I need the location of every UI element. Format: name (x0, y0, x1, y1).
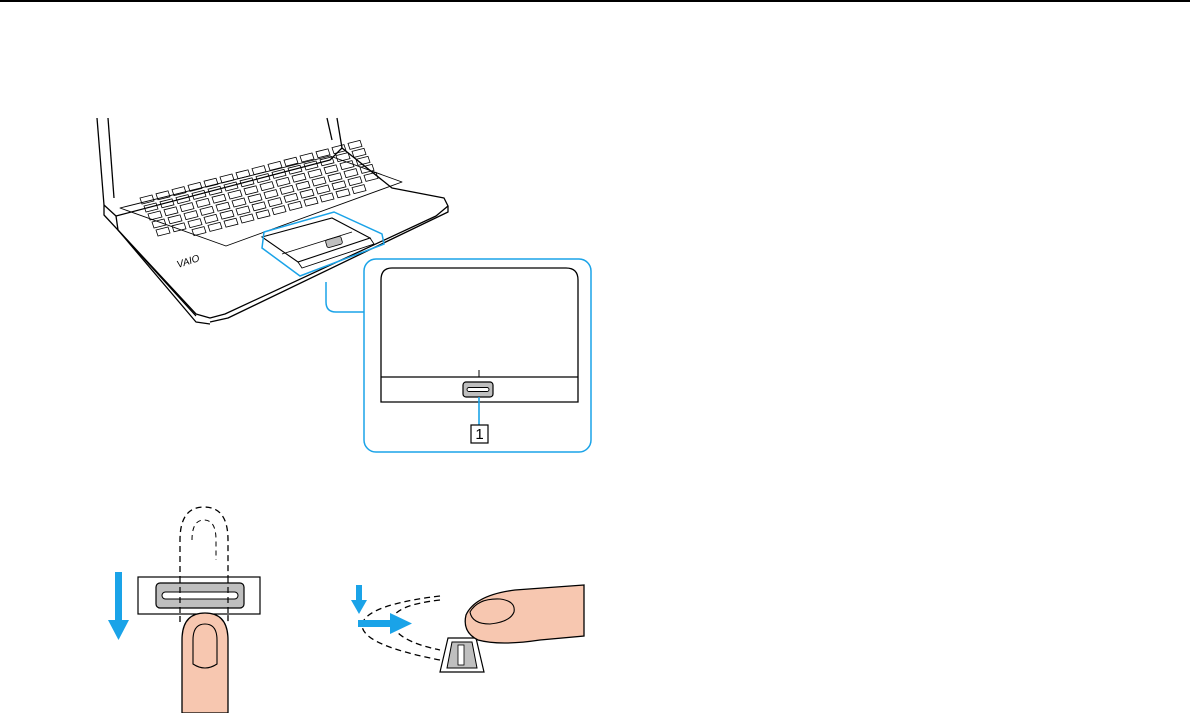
finger-side-icon (465, 585, 584, 643)
keyboard-key (336, 153, 350, 162)
keyboard-key (348, 140, 362, 149)
keyboard-key (268, 198, 282, 207)
keyboard-key (256, 210, 270, 219)
keyboard-key (292, 173, 306, 182)
keyboard-key (156, 227, 170, 236)
keyboard-key (184, 211, 198, 220)
keyboard-key (164, 207, 178, 216)
keyboard-key (284, 193, 298, 202)
keyboard-key (296, 181, 310, 190)
finger-icon (182, 613, 228, 713)
keyboard-key (252, 202, 266, 211)
keyboard-key (208, 222, 222, 231)
keyboard-key (216, 202, 230, 211)
brand-mark: VAIO (176, 253, 202, 271)
fingerprint-sensor-side-icon (440, 638, 484, 672)
fingerprint-sensor-icon (463, 382, 493, 397)
keyboard-key (220, 210, 234, 219)
keyboard-key (212, 194, 226, 203)
keyboard-key (188, 219, 202, 228)
keyboard-key (204, 214, 218, 223)
keyboard (140, 140, 378, 236)
keyboard-key (312, 177, 326, 186)
callout-label: 1 (475, 426, 483, 443)
keyboard-key (240, 214, 254, 223)
keyboard-key (320, 193, 334, 202)
keyboard-key (252, 166, 266, 175)
keyboard-key (288, 201, 302, 210)
keyboard-key (188, 182, 202, 191)
down-arrow-icon (108, 572, 129, 640)
keyboard-key (264, 190, 278, 199)
keyboard-key (180, 203, 194, 212)
keyboard-key (224, 218, 238, 227)
keyboard-key (228, 190, 242, 199)
keyboard-key (332, 181, 346, 190)
keyboard-key (204, 178, 218, 187)
zoom-frame (364, 259, 591, 452)
keyboard-key (272, 206, 286, 215)
keyboard-key (352, 148, 366, 157)
keyboard-key (220, 174, 234, 183)
keyboard-key (352, 185, 366, 194)
keyboard-key (244, 186, 258, 195)
keyboard-key (276, 177, 290, 186)
keyboard-key (200, 206, 214, 215)
keyboard-key (300, 189, 314, 198)
keyboard-key (268, 161, 282, 170)
keyboard-key (328, 173, 342, 182)
fingerprint-sensor-plate (138, 577, 260, 614)
keyboard-key (348, 177, 362, 186)
laptop-illustration (97, 118, 448, 324)
keyboard-key (232, 198, 246, 207)
keyboard-key (340, 161, 354, 170)
keyboard-key (260, 182, 274, 191)
keyboard-key (316, 185, 330, 194)
keyboard-key (248, 194, 262, 203)
keyboard-key (196, 198, 210, 207)
keyboard-key (236, 206, 250, 215)
keyboard-key (236, 170, 250, 179)
keyboard-key (324, 165, 338, 174)
down-arrow-small-icon (351, 585, 367, 614)
keyboard-key (304, 197, 318, 206)
keyboard-key (280, 185, 294, 194)
right-arrow-icon (358, 613, 412, 634)
keyboard-key (344, 169, 358, 178)
keyboard-key (364, 172, 378, 181)
keyboard-key (308, 169, 322, 178)
nail-start-outline (192, 520, 216, 560)
callout-connector (326, 282, 364, 312)
touch-pad-highlight (262, 212, 384, 276)
keyboard-key (168, 215, 182, 224)
keyboard-key (336, 189, 350, 198)
